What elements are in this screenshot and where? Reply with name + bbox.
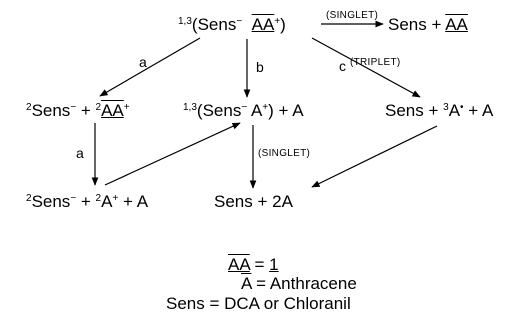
- aa-label: AA: [101, 101, 124, 120]
- plus: +: [426, 15, 446, 34]
- path-label-a-upper: a: [139, 54, 147, 70]
- charge: +: [262, 102, 269, 113]
- a-label: A: [241, 274, 252, 293]
- paren: ): [280, 15, 286, 34]
- species-top-left: 1,3(Sens− AA+): [178, 16, 286, 33]
- label-singlet-mid: (SINGLET): [258, 148, 311, 159]
- multiplicity-label: 3: [443, 102, 449, 113]
- multiplicity-label: 2: [95, 102, 102, 113]
- arrow-a-upper: [99, 37, 201, 97]
- label-triplet: (TRIPLET): [350, 57, 401, 68]
- plus-a: + A: [273, 101, 304, 120]
- multiplicity-label: 2: [26, 193, 32, 204]
- arrow-back-electron-transfer: [104, 122, 241, 186]
- charge: +: [274, 16, 281, 27]
- equals: =: [249, 255, 270, 274]
- arrow-triplet-decay: [311, 125, 438, 188]
- paren: ): [268, 101, 274, 120]
- charge: −: [241, 102, 248, 113]
- sens-label: Sens: [197, 15, 237, 34]
- plus: +: [76, 101, 96, 120]
- a-label: A: [448, 101, 461, 120]
- aa-label: AA: [228, 255, 250, 274]
- plus-a: + A: [463, 101, 494, 120]
- charge: −: [236, 16, 243, 27]
- species-bottom-center: Sens + 2A: [214, 193, 293, 210]
- legend-line-anthracene: A = Anthracene: [241, 275, 357, 292]
- species-bottom-left: 2Sens− + 2A+ + A: [26, 193, 148, 210]
- multiplicity-label: 2: [26, 102, 32, 113]
- legend-line-aa: AA = 1: [228, 256, 279, 273]
- compound-number: 1: [269, 255, 279, 274]
- species-mid-right: Sens + 3A• + A: [385, 102, 493, 119]
- path-label-b: b: [256, 59, 264, 75]
- multiplicity-label: 1,3: [178, 16, 192, 27]
- sens-plus-2a: Sens + 2A: [214, 192, 293, 211]
- charge: +: [123, 102, 130, 113]
- sens-label: Sens: [31, 192, 71, 211]
- multiplicity-label: 1,3: [183, 102, 197, 113]
- plus-a: + A: [118, 192, 149, 211]
- sens-label: Sens: [388, 15, 427, 34]
- sens-label: Sens +: [385, 101, 444, 120]
- charge: +: [112, 193, 119, 204]
- species-mid-left: 2Sens− + 2AA+: [26, 102, 130, 119]
- plus: +: [76, 192, 96, 211]
- legend-line-sens: Sens = DCA or Chloranil: [166, 294, 351, 313]
- species-top-right: Sens + AA: [388, 16, 468, 33]
- path-label-c: c: [339, 58, 346, 74]
- charge: −: [70, 193, 77, 204]
- a-label: A: [101, 192, 113, 211]
- aa-label: AA: [445, 15, 468, 34]
- multiplicity-label: 2: [95, 193, 102, 204]
- a-label: A: [247, 101, 263, 120]
- path-label-a-lower: a: [76, 145, 84, 161]
- radical-dot: •: [460, 102, 464, 113]
- aa-label: AA: [251, 15, 275, 34]
- arrow-c-triplet: [311, 37, 421, 98]
- charge: −: [70, 102, 77, 113]
- sens-label: Sens: [202, 101, 242, 120]
- sens-label: Sens: [31, 101, 71, 120]
- label-singlet-top: (SINGLET): [326, 10, 379, 21]
- species-mid-center: 1,3(Sens− A+) + A: [183, 102, 304, 119]
- anthracene-text: = Anthracene: [251, 274, 357, 293]
- paren: (: [191, 15, 198, 34]
- paren: (: [196, 101, 203, 120]
